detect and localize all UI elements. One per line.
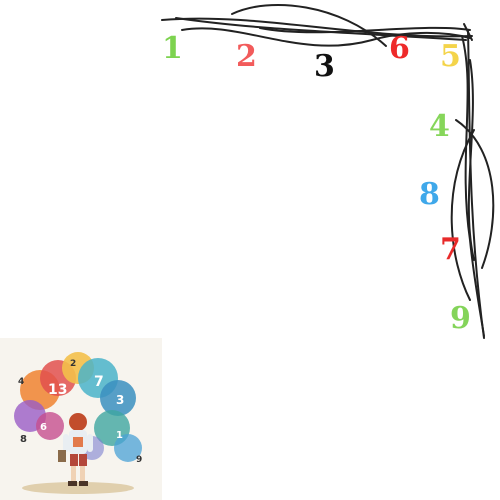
number-label-2: 2 (236, 39, 257, 74)
number-label-8: 8 (419, 177, 440, 212)
svg-text:3: 3 (116, 393, 124, 407)
number-label-1: 1 (162, 31, 183, 66)
svg-text:9: 9 (136, 455, 142, 465)
svg-text:6: 6 (40, 422, 47, 433)
number-label-6: 6 (389, 31, 410, 66)
number-label-4: 4 (429, 109, 450, 144)
number-label-5: 5 (440, 39, 461, 74)
number-label-3: 3 (314, 49, 335, 84)
svg-text:7: 7 (94, 374, 104, 390)
svg-text:13: 13 (48, 382, 67, 398)
child-numbers-illustration: 13 7 3 8 1 6 4 9 2 (0, 338, 162, 500)
svg-text:1: 1 (116, 430, 123, 441)
svg-text:2: 2 (70, 359, 76, 369)
number-label-9: 9 (450, 301, 471, 336)
svg-text:8: 8 (20, 434, 27, 445)
number-label-7: 7 (440, 232, 461, 267)
svg-text:4: 4 (18, 377, 24, 387)
